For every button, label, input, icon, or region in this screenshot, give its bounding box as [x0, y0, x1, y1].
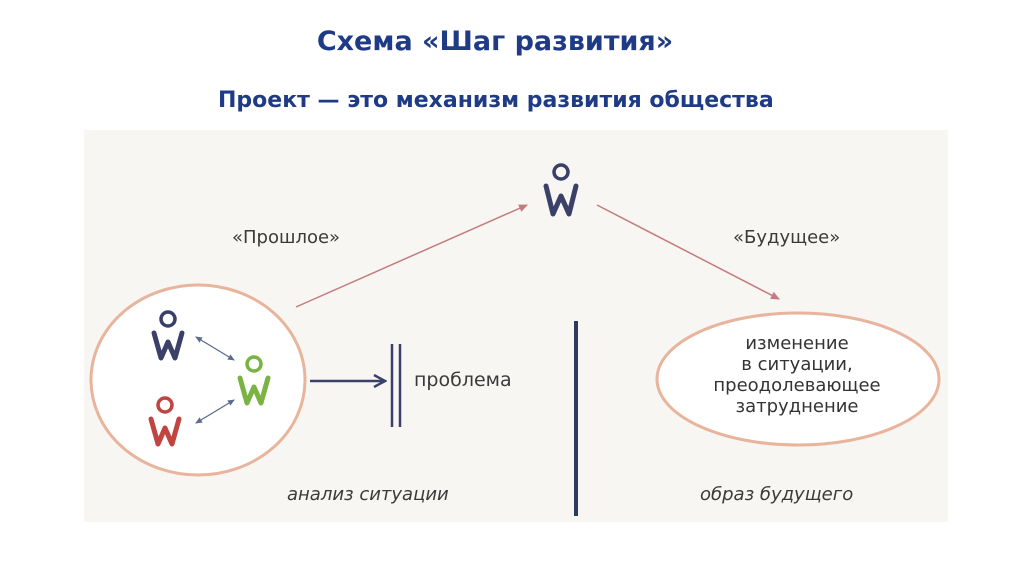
interaction-arrow-bottom: [195, 399, 235, 424]
person-icon-navy: [151, 310, 185, 361]
person-icon-green: [237, 355, 271, 406]
future-image-caption: образ будущего: [700, 484, 854, 505]
change-line: изменение: [745, 333, 849, 354]
future-label: «Будущее»: [733, 227, 841, 248]
page-title-text: Схема «Шаг развития»: [316, 26, 674, 57]
interaction-arrow-top: [195, 336, 235, 361]
situation-circle: [89, 283, 307, 477]
future-ellipse: [655, 311, 941, 447]
arrow-to-future: [596, 204, 780, 300]
page-subtitle: Проект — это механизм развития общества: [218, 88, 774, 113]
change-line: преодолевающее: [713, 375, 881, 396]
analysis-caption: анализ ситуации: [287, 484, 449, 505]
change-description: изменение в ситуации, преодолевающее зат…: [672, 333, 922, 417]
past-label: «Прошлое»: [232, 227, 341, 248]
person-icon-red: [148, 396, 182, 447]
person-icon-navy-top: [543, 163, 579, 217]
change-line: затруднение: [735, 396, 859, 417]
change-line: в ситуации,: [741, 354, 853, 375]
page-title: Схема «Шаг развития»: [0, 26, 1024, 57]
problem-label: проблема: [414, 369, 512, 391]
arrow-to-project: [295, 204, 528, 308]
